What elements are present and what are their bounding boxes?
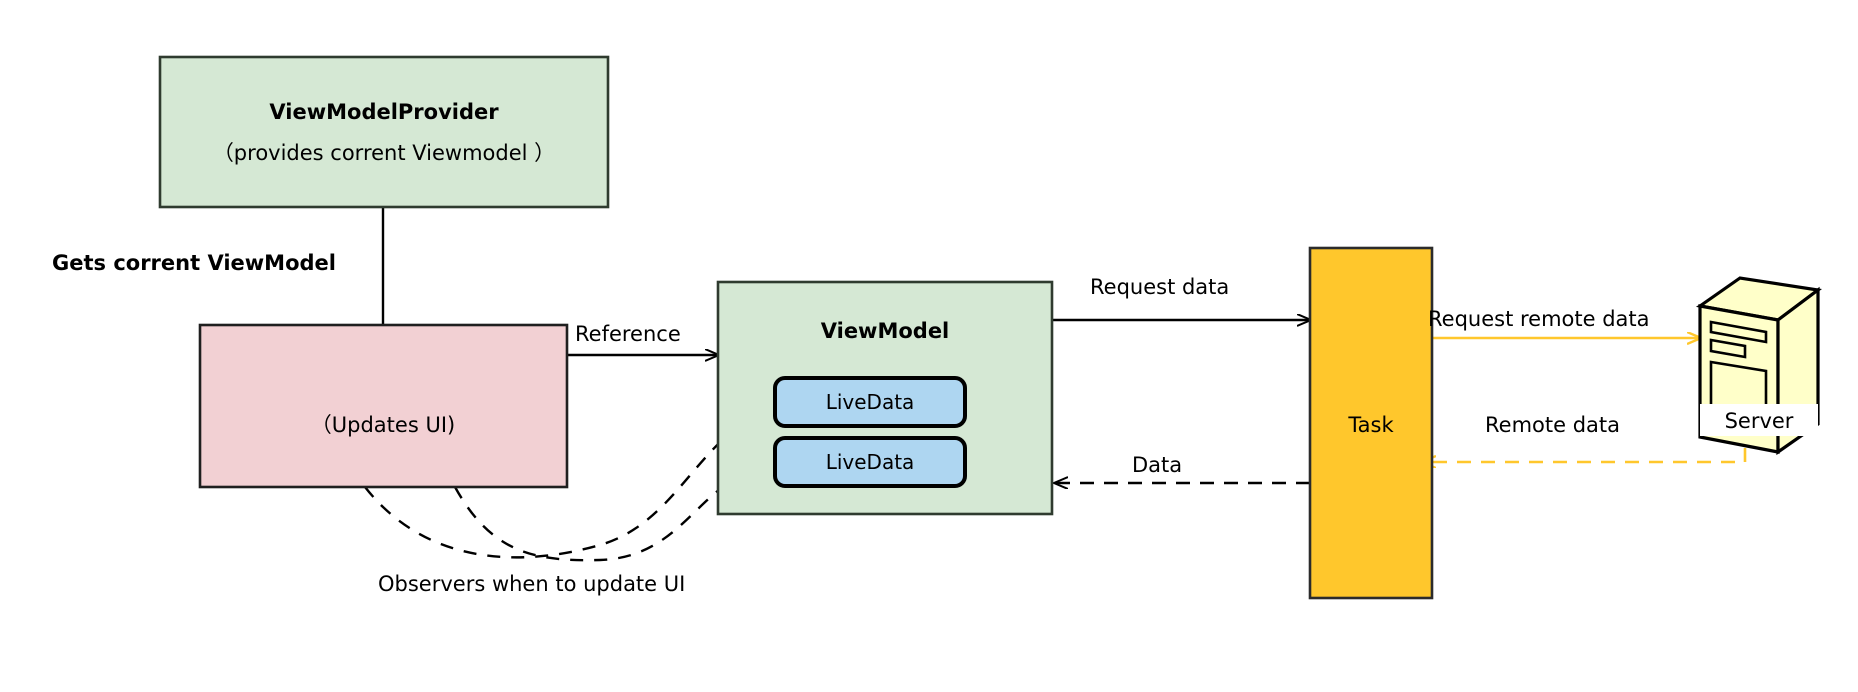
server-drive-slot-2-icon (1709, 338, 1747, 359)
activity-box[interactable] (198, 323, 569, 489)
edge-label-request-remote-data: Request remote data (1428, 307, 1650, 331)
server-caption: Server (1725, 409, 1794, 433)
edge-label-observers: Observers when to update UI (378, 572, 685, 596)
node-view-model[interactable]: ViewModel LiveData LiveData (716, 280, 1054, 516)
livedata-label-1: LiveData (826, 390, 915, 414)
livedata-item-2[interactable]: LiveData (773, 436, 967, 488)
edge-label-data: Data (1132, 453, 1182, 477)
view-model-title: ViewModel (821, 319, 950, 343)
edge-label-gets-current-viewmodel: Gets corrent ViewModel (52, 251, 336, 275)
edge-remote-data (1423, 400, 1747, 462)
view-model-provider-box[interactable] (158, 55, 610, 209)
livedata-box-1[interactable] (773, 376, 967, 428)
view-model-provider-title: ViewModelProvider (269, 100, 499, 124)
node-activity[interactable]: （Updates UI) (198, 323, 569, 489)
server-drive-slot-1-icon (1709, 320, 1768, 344)
edge-observers-1 (364, 408, 775, 559)
edge-label-request-data: Request data (1090, 275, 1229, 299)
livedata-box-2[interactable] (773, 436, 967, 488)
view-model-provider-subtitle: （provides corrent Viewmodel ） (213, 141, 555, 165)
edge-label-remote-data: Remote data (1485, 413, 1620, 437)
server-caption-backdrop (1700, 404, 1818, 436)
observers-curve-1 (364, 408, 775, 559)
activity-label: （Updates UI) (311, 413, 455, 437)
edge-labels: Gets corrent ViewModel Reference Request… (52, 251, 1650, 596)
node-view-model-provider[interactable]: ViewModelProvider （provides corrent View… (158, 55, 610, 209)
task-box[interactable] (1308, 246, 1434, 600)
task-label: Task (1347, 413, 1394, 437)
edge-label-reference: Reference (575, 322, 681, 346)
node-task[interactable]: Task (1308, 246, 1434, 600)
remote-data-line (1423, 400, 1747, 462)
livedata-label-2: LiveData (826, 450, 915, 474)
server-caption-group: Server (1700, 404, 1818, 436)
livedata-item-1[interactable]: LiveData (773, 376, 967, 428)
